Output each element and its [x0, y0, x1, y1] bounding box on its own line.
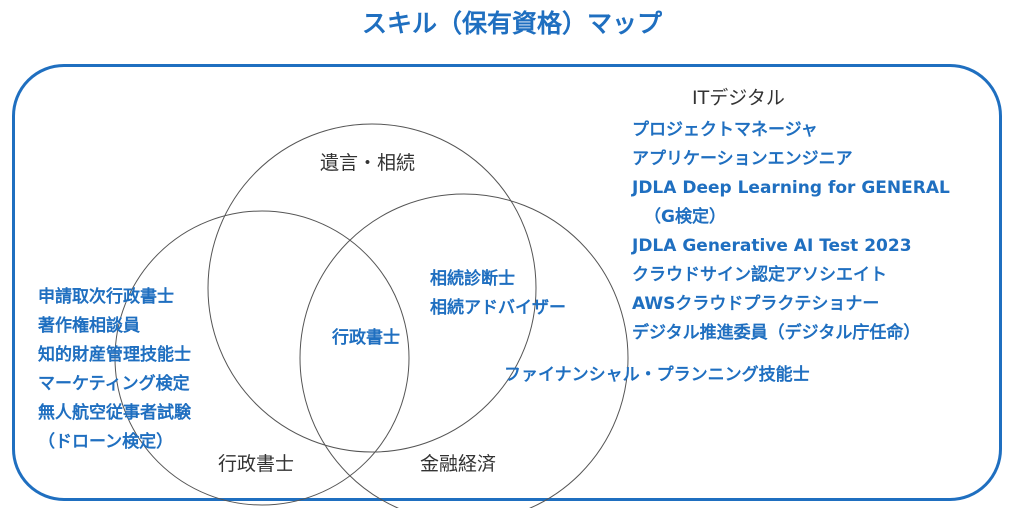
category-label-it: ITデジタル — [692, 87, 785, 109]
admin-list: 申請取次行政書士 著作権相談員 知的財産管理技能士 マーケティング検定 無人航空… — [38, 283, 191, 457]
it-list-item: JDLA Generative AI Test 2023 — [632, 236, 912, 256]
diagram-frame — [12, 64, 1002, 501]
it-list: プロジェクトマネージャ アプリケーションエンジニア JDLA Deep Lear… — [632, 116, 950, 348]
finance-item: ファイナンシャル・プランニング技能士 — [504, 365, 810, 385]
circle-label-inheritance: 遺言・相続 — [320, 152, 416, 174]
it-list-item: AWSクラウドプラクテショナー — [632, 294, 880, 314]
circle-inheritance — [207, 123, 537, 453]
admin-list-item: 著作権相談員 — [38, 316, 140, 336]
page-title: スキル（保有資格）マップ — [361, 9, 662, 38]
admin-list-item: 無人航空従事者試験 — [38, 403, 191, 423]
overlap-item-1: 相続診断士 — [430, 269, 515, 289]
it-list-item: JDLA Deep Learning for GENERAL — [632, 178, 950, 198]
it-list-item: アプリケーションエンジニア — [632, 149, 853, 169]
circle-finance — [299, 193, 629, 508]
circle-label-finance: 金融経済 — [420, 453, 497, 475]
center-item: 行政書士 — [332, 328, 400, 348]
it-list-item: （G検定） — [644, 207, 726, 227]
it-list-item: クラウドサイン認定アソシエイト — [632, 265, 887, 285]
circle-label-admin: 行政書士 — [218, 453, 295, 475]
admin-list-item: マーケティング検定 — [38, 374, 190, 394]
admin-list-item: 知的財産管理技能士 — [38, 345, 191, 365]
it-list-item: デジタル推進委員（デジタル庁任命） — [632, 323, 921, 343]
admin-list-item: 申請取次行政書士 — [38, 287, 174, 307]
it-list-item: プロジェクトマネージャ — [632, 120, 818, 140]
overlap-item-2: 相続アドバイザー — [430, 298, 566, 318]
circle-admin — [114, 210, 410, 506]
admin-list-item: （ドローン検定） — [38, 432, 174, 452]
